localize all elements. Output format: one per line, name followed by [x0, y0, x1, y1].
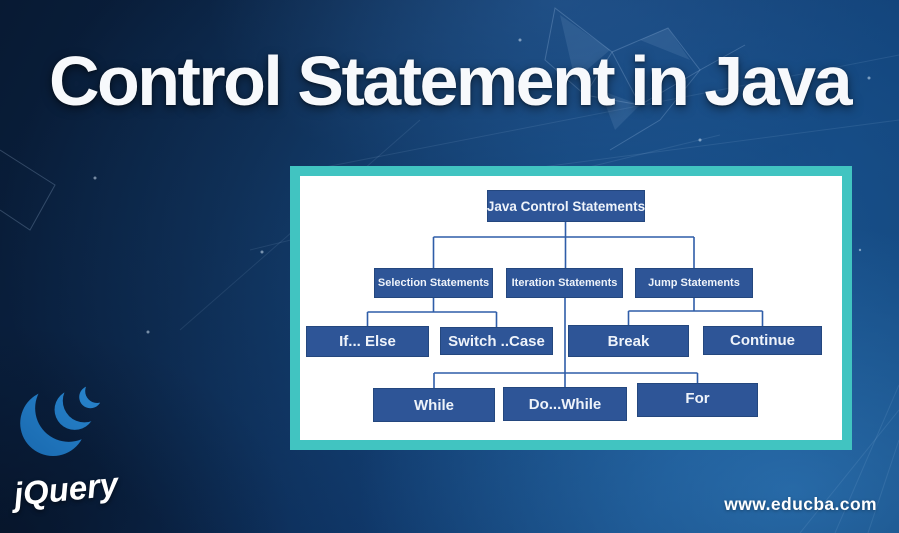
- page-title: Control Statement in Java: [48, 42, 853, 120]
- node-break: Break: [568, 325, 689, 357]
- jquery-logo: jQuery: [12, 383, 172, 513]
- node-switch-case: Switch ..Case: [440, 327, 553, 355]
- node-selection-statements: Selection Statements: [374, 268, 493, 298]
- node-while: While: [373, 388, 495, 422]
- node-do-while: Do...While: [503, 387, 627, 421]
- jquery-swirl-icon: [12, 384, 124, 478]
- node-jump-statements: Jump Statements: [635, 268, 753, 298]
- node-if-else: If... Else: [306, 326, 429, 357]
- website-watermark: www.educba.com: [724, 494, 877, 514]
- node-for: For: [637, 383, 758, 417]
- node-iteration-statements: Iteration Statements: [506, 268, 623, 298]
- diagram-connectors: [366, 222, 764, 388]
- node-java-control-statements: Java Control Statements: [487, 190, 645, 222]
- node-continue: Continue: [703, 326, 822, 355]
- diagram-panel: Java Control Statements Selection Statem…: [290, 166, 852, 450]
